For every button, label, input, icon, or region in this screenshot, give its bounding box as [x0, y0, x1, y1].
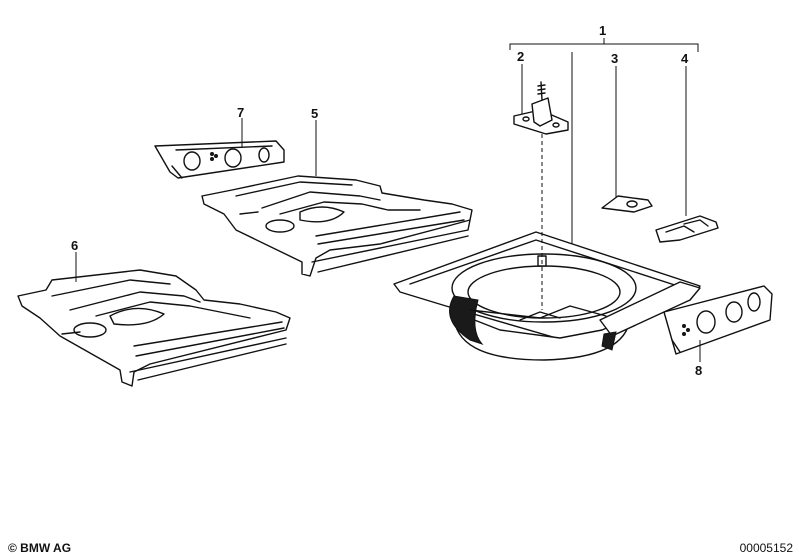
callout-1: 1 [599, 23, 606, 38]
leader-lines [75, 38, 701, 362]
part-3-plate[interactable] [601, 195, 653, 213]
part-6-floor-panel[interactable] [17, 269, 291, 387]
part-4-clip[interactable] [655, 215, 719, 243]
callout-4: 4 [681, 51, 689, 66]
part-1-spare-wheel-well[interactable] [393, 231, 701, 361]
diagram-code: 00005152 [739, 541, 793, 555]
part-8-bracket[interactable] [663, 285, 773, 355]
callout-2: 2 [517, 49, 524, 64]
part-2-threaded-bracket[interactable] [513, 81, 569, 135]
callout-6: 6 [71, 238, 78, 253]
callout-7: 7 [237, 105, 244, 120]
callout-5: 5 [311, 106, 318, 121]
part-5-floor-panel[interactable] [201, 175, 473, 277]
callout-3: 3 [611, 51, 618, 66]
callout-labels: 1 2 3 4 5 6 7 8 [71, 23, 702, 378]
part-7-bracket[interactable] [154, 140, 285, 179]
copyright-text: © BMW AG [8, 541, 72, 555]
callout-8: 8 [695, 363, 702, 378]
